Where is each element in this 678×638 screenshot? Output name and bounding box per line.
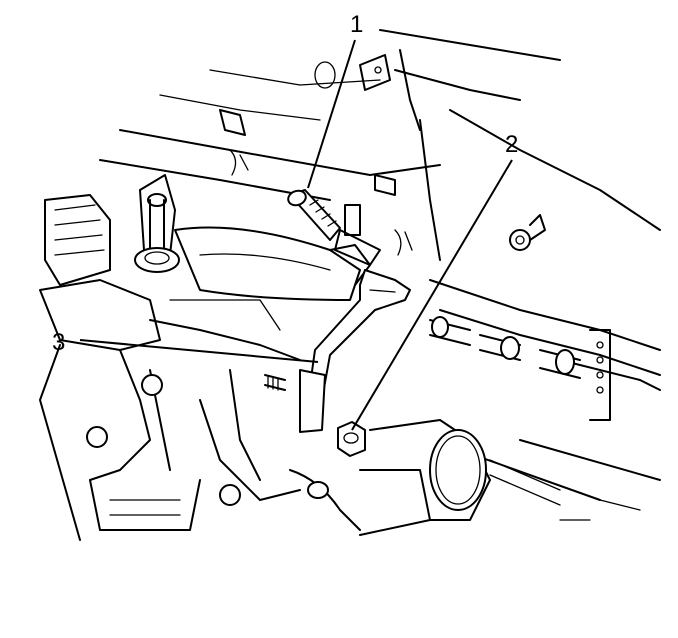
callout-1-label: 1 [350,11,363,38]
bracket [299,269,411,433]
bolt [287,189,341,241]
nut [337,421,366,457]
mount-arm [134,174,381,301]
callout-3: 3 [52,329,319,363]
callout-3-label: 3 [52,329,65,356]
tailshaft-housing [359,419,561,536]
callout-2: 2 [351,131,518,431]
callout-2-label: 2 [505,131,518,158]
engine-block-outline [99,29,661,521]
transmission-housing [39,194,361,541]
callout-1: 1 [307,11,363,189]
